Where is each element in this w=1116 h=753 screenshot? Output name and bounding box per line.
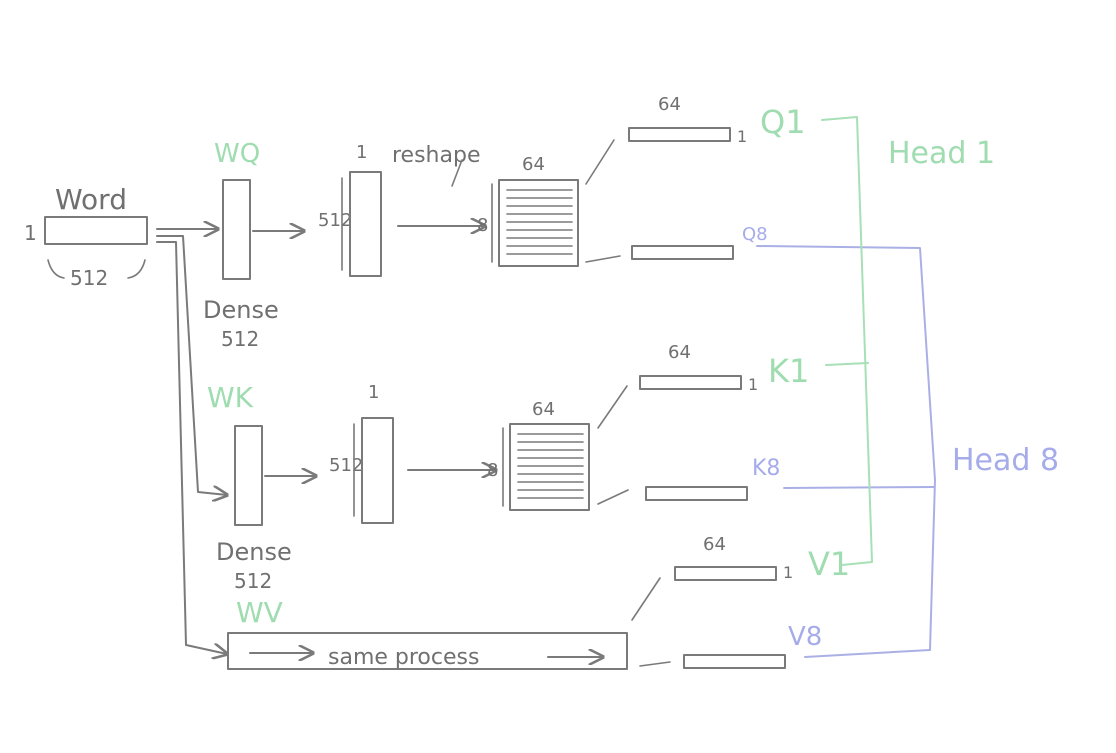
- q-split-line-bottom: [585, 255, 621, 263]
- wq-matrix: [222, 179, 251, 280]
- same-process-box: [227, 632, 628, 670]
- v1-dim-label: 64: [703, 534, 726, 555]
- word-cols-label: 512: [70, 266, 108, 290]
- k8-vector: [645, 486, 748, 501]
- value-branch: WV same process 64 1 V1 V8: [227, 534, 850, 670]
- reshape-label: reshape: [392, 143, 480, 168]
- q-vector: [349, 171, 382, 277]
- k-heads-label: 8: [487, 460, 498, 481]
- k1-label: K1: [768, 352, 809, 390]
- q1-vector: [628, 127, 731, 142]
- q-row-label: 512: [318, 210, 352, 231]
- q-headdim-label: 64: [522, 154, 545, 175]
- k-split-line-bottom: [597, 489, 629, 505]
- arrow-word-to-wv: [156, 241, 227, 654]
- word-rows-label: 1: [24, 221, 37, 245]
- head1-label: Head 1: [888, 136, 995, 171]
- v1-count-label: 1: [783, 563, 793, 582]
- wk-dense-label: Dense: [216, 538, 292, 566]
- k-head-rows: [517, 433, 584, 499]
- k1-vector: [639, 375, 742, 390]
- word-brace-right: [127, 259, 146, 279]
- wq-label: WQ: [214, 139, 260, 169]
- v-split-line-top: [631, 577, 661, 621]
- head8-label: Head 8: [952, 443, 1059, 478]
- same-process-label: same process: [328, 645, 479, 670]
- head8-bracket-k: [783, 486, 935, 489]
- v1-vector: [674, 566, 777, 581]
- v8-label: V8: [788, 622, 822, 652]
- wq-dense-size: 512: [221, 327, 259, 351]
- head8-bracket-q-v: [756, 245, 936, 658]
- word-brace-left: [47, 259, 65, 279]
- k8-label: K8: [752, 456, 780, 481]
- k-vector: [361, 417, 394, 524]
- q-heads-label: 8: [477, 215, 488, 236]
- k1-count-label: 1: [748, 375, 758, 394]
- head1-bracket-q-v: [821, 116, 873, 566]
- wk-label: WK: [207, 381, 254, 414]
- wv-label: WV: [236, 596, 283, 629]
- q-head-matrix: [498, 179, 579, 267]
- q-head-rows: [506, 189, 573, 255]
- wq-dense-label: Dense: [203, 296, 279, 324]
- q-split-line-top: [585, 139, 615, 185]
- word-vector: Word 1 512: [24, 183, 148, 290]
- k-col-label: 1: [368, 382, 379, 403]
- v-split-line-bottom: [639, 661, 671, 667]
- key-branch: WK Dense 512 1 512 8 64 64 1 K1 K8: [207, 342, 809, 593]
- reshape-tick: [451, 159, 463, 187]
- wk-matrix: [234, 425, 263, 526]
- q8-vector: [631, 245, 734, 260]
- k-head-matrix: [509, 423, 590, 511]
- wk-dense-size: 512: [234, 569, 272, 593]
- q1-dim-label: 64: [658, 94, 681, 115]
- k1-dim-label: 64: [668, 342, 691, 363]
- q-col-label: 1: [356, 142, 367, 163]
- word-label: Word: [55, 183, 127, 216]
- q1-count-label: 1: [737, 127, 747, 146]
- head1-bracket-k: [825, 362, 869, 366]
- arrow-word-to-wk: [156, 235, 227, 495]
- q1-label: Q1: [760, 103, 806, 141]
- k-row-label: 512: [329, 455, 363, 476]
- query-branch: WQ Dense 512 1 512 reshape 8 64 64 1 Q1 …: [203, 94, 806, 351]
- word-box: [44, 216, 148, 245]
- q8-label: Q8: [742, 224, 768, 245]
- k-split-line-top: [597, 385, 628, 429]
- v8-vector: [683, 654, 786, 669]
- k-headdim-label: 64: [532, 399, 555, 420]
